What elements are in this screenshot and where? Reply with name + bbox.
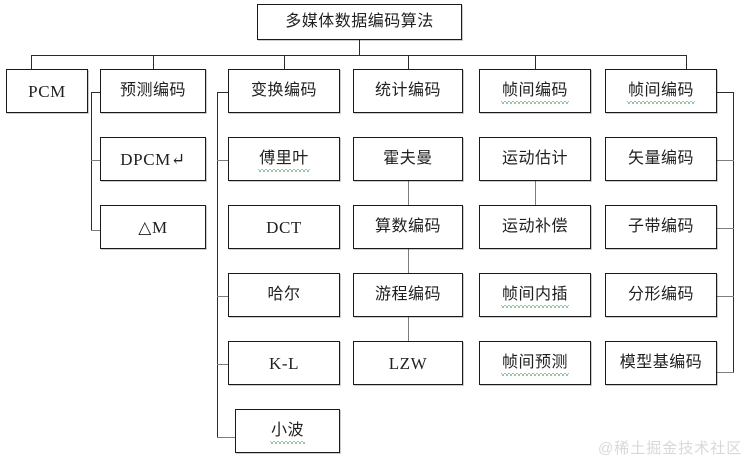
node-haer[interactable]: 哈尔 xyxy=(228,273,340,317)
node-kl[interactable]: K-L xyxy=(228,341,340,385)
node-zhenjian-bianma-2-label: 帧间编码 xyxy=(626,82,696,104)
connector-col2-stub-1 xyxy=(91,92,101,93)
connector-drop-col3 xyxy=(284,55,285,69)
node-youcheng-bianma-label: 游程编码 xyxy=(374,286,441,303)
node-yundong-guji[interactable]: 运动估计 xyxy=(479,137,591,181)
node-zhenjian-yuce-label: 帧间预测 xyxy=(500,354,570,376)
node-lzw[interactable]: LZW xyxy=(353,341,463,385)
node-xiaobo-label: 小波 xyxy=(269,422,306,444)
connector-col3-stub-5 xyxy=(217,364,229,365)
node-pcm-label: PCM xyxy=(28,81,66,101)
node-moxingji-bianma[interactable]: 模型基编码 xyxy=(605,341,717,385)
connector-col3-stub-6 xyxy=(217,437,236,438)
node-zhenjian-neicha[interactable]: 帧间内插 xyxy=(479,273,591,317)
connector-drop-col6 xyxy=(686,55,687,69)
node-fenxing-bianma[interactable]: 分形编码 xyxy=(605,273,717,317)
connector-col5-link-2-3 xyxy=(535,181,536,205)
node-shiliang-bianma[interactable]: 矢量编码 xyxy=(605,137,717,181)
connector-col2-stub-3 xyxy=(91,230,101,231)
root-node-label: 多媒体数据编码算法 xyxy=(285,13,434,30)
connector-col3-stub-2 xyxy=(217,160,229,161)
node-huofuman[interactable]: 霍夫曼 xyxy=(353,137,463,181)
node-pcm[interactable]: PCM xyxy=(6,69,88,113)
connector-col4-link-4-5 xyxy=(408,317,409,341)
connector-drop-col5 xyxy=(535,55,536,69)
node-zidai-bianma[interactable]: 子带编码 xyxy=(605,205,717,249)
connector-col4-link-2-3 xyxy=(408,181,409,205)
connector-col3-spine xyxy=(217,92,218,438)
connector-col6-spine xyxy=(733,92,734,372)
connector-col3-stub-1 xyxy=(217,92,229,93)
node-delta-m-label: △M xyxy=(138,217,168,237)
connector-main-bus xyxy=(31,55,686,56)
node-bianhuan-bianma[interactable]: 变换编码 xyxy=(228,69,340,113)
node-tongji-bianma[interactable]: 统计编码 xyxy=(353,69,463,113)
node-moxingji-bianma-label: 模型基编码 xyxy=(619,354,703,371)
node-lzw-label: LZW xyxy=(388,353,428,373)
connector-root-stem xyxy=(359,40,360,55)
connector-col6-stub-4 xyxy=(717,296,734,297)
node-yuce-bianma-label: 预测编码 xyxy=(119,82,186,99)
node-fuliye-label: 傅里叶 xyxy=(258,150,310,172)
watermark-juejin: @稀土掘金技术社区 xyxy=(598,440,743,457)
node-zhenjian-neicha-label: 帧间内插 xyxy=(500,286,570,308)
node-suanshu-bianma-label: 算数编码 xyxy=(374,218,441,235)
connector-col2-stub-2 xyxy=(91,160,101,161)
connector-col6-stub-3 xyxy=(717,228,734,229)
connector-col2-spine xyxy=(91,92,92,230)
node-bianhuan-bianma-label: 变换编码 xyxy=(250,82,317,99)
root-node-multimedia-coding[interactable]: 多媒体数据编码算法 xyxy=(257,4,462,40)
node-kl-label: K-L xyxy=(268,353,300,373)
node-tongji-bianma-label: 统计编码 xyxy=(374,82,441,99)
node-shiliang-bianma-label: 矢量编码 xyxy=(627,150,694,167)
connector-col6-stub-2 xyxy=(717,160,734,161)
node-dct-label: DCT xyxy=(266,217,302,237)
connector-col6-stub-1 xyxy=(717,92,734,93)
node-zhenjian-bianma-1[interactable]: 帧间编码 xyxy=(479,69,591,113)
node-fuliye[interactable]: 傅里叶 xyxy=(228,137,340,181)
node-xiaobo[interactable]: 小波 xyxy=(235,409,340,453)
node-dpcm-label: DPCM↵ xyxy=(120,149,186,169)
node-haer-label: 哈尔 xyxy=(267,286,301,303)
node-zhenjian-bianma-2[interactable]: 帧间编码 xyxy=(605,69,717,113)
node-dpcm[interactable]: DPCM↵ xyxy=(100,137,206,181)
connector-drop-col1 xyxy=(31,55,32,69)
connector-drop-col4 xyxy=(408,55,409,69)
node-yundong-guji-label: 运动估计 xyxy=(501,150,568,167)
node-zidai-bianma-label: 子带编码 xyxy=(627,218,694,235)
node-dct[interactable]: DCT xyxy=(228,205,340,249)
node-delta-m[interactable]: △M xyxy=(100,205,206,249)
connector-col6-stub-5 xyxy=(717,372,734,373)
node-zhenjian-bianma-1-label: 帧间编码 xyxy=(500,82,570,104)
node-yundong-buchang[interactable]: 运动补偿 xyxy=(479,205,591,249)
connector-drop-col2 xyxy=(153,55,154,69)
node-huofuman-label: 霍夫曼 xyxy=(383,150,433,167)
node-zhenjian-yuce[interactable]: 帧间预测 xyxy=(479,341,591,385)
node-yuce-bianma[interactable]: 预测编码 xyxy=(100,69,206,113)
node-suanshu-bianma[interactable]: 算数编码 xyxy=(353,205,463,249)
connector-col4-link-3-4 xyxy=(408,249,409,273)
node-fenxing-bianma-label: 分形编码 xyxy=(627,286,694,303)
node-yundong-buchang-label: 运动补偿 xyxy=(501,218,568,235)
node-youcheng-bianma[interactable]: 游程编码 xyxy=(353,273,463,317)
connector-col3-stub-4 xyxy=(217,296,229,297)
